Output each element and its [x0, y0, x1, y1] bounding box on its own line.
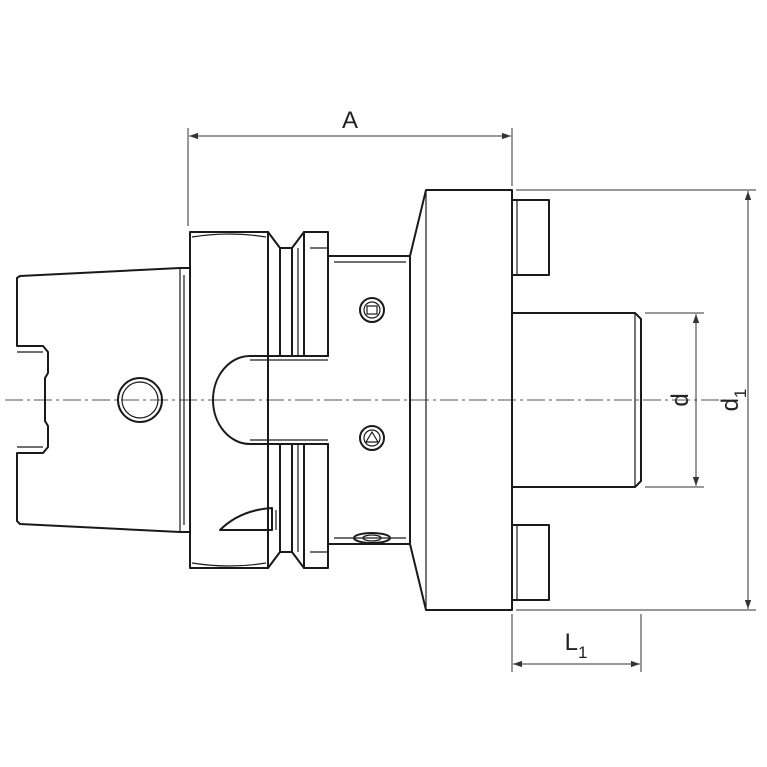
screw-middle — [359, 425, 385, 451]
label-A: A — [342, 107, 358, 134]
disc — [409, 189, 513, 611]
screw-bottom — [353, 532, 391, 544]
lower-slot — [219, 507, 277, 531]
label-d: d — [667, 393, 694, 406]
drive-key-bottom — [511, 524, 550, 601]
label-L1: L1 — [565, 629, 588, 662]
drive-key-top — [511, 199, 550, 276]
drive-hole — [117, 377, 163, 423]
label-d1: d1 — [717, 389, 750, 412]
dimension-d1: d1 — [516, 189, 756, 611]
label-L1-sub: 1 — [578, 643, 587, 662]
dimension-d: d — [645, 312, 704, 488]
pilot-spigot — [511, 312, 642, 488]
orientation-notch — [212, 355, 329, 445]
dimension-L1: L1 — [511, 614, 642, 672]
label-d1-sub: 1 — [731, 389, 750, 398]
body — [327, 255, 411, 545]
label-d1-main: d — [717, 398, 744, 411]
screw-top — [359, 297, 385, 323]
taper-shank — [16, 267, 191, 533]
dimension-A: A — [187, 107, 513, 226]
label-L1-main: L — [565, 629, 578, 656]
flange-collar — [189, 231, 329, 569]
